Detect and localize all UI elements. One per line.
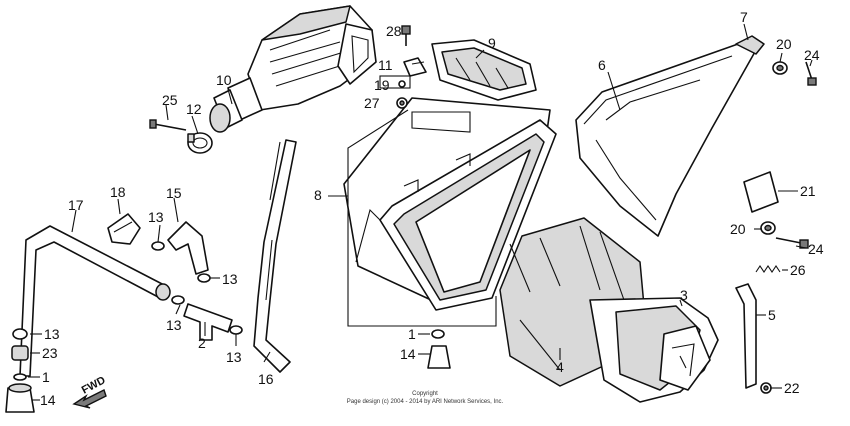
part-24-bolt-top (805, 61, 817, 86)
callout-15: 15 (166, 185, 182, 201)
callout-13-a: 13 (148, 209, 164, 225)
part-22-bolt (760, 382, 772, 394)
callout-4: 4 (556, 359, 564, 375)
callout-24-top: 24 (804, 47, 820, 63)
callout-17: 17 (68, 197, 84, 213)
callout-23: 23 (42, 345, 58, 361)
part-14-cap-center (427, 345, 451, 369)
callout-18: 18 (110, 184, 126, 200)
part-8-cleaner-case (343, 97, 557, 311)
callout-28: 28 (386, 23, 402, 39)
callout-13-e: 13 (44, 326, 60, 342)
callout-25: 25 (162, 92, 178, 108)
part-20-grommet-bottom (760, 221, 776, 235)
callout-1-center: 1 (408, 326, 416, 342)
part-6-side-cover (575, 35, 765, 237)
part-20-grommet-top (772, 61, 788, 75)
callout-2: 2 (198, 335, 206, 351)
callout-24-bottom: 24 (808, 241, 824, 257)
callout-13-d: 13 (226, 349, 242, 365)
part-15-elbow-hose (167, 221, 209, 275)
callout-7: 7 (740, 9, 748, 25)
callout-8: 8 (314, 187, 322, 203)
part-27-washer (396, 97, 408, 109)
part-1-oring-center (431, 329, 445, 339)
callout-21: 21 (800, 183, 816, 199)
fwd-indicator: FWD (72, 374, 108, 409)
callout-1-left: 1 (42, 369, 50, 385)
callout-9: 9 (488, 35, 496, 51)
part-26-spring (755, 265, 781, 273)
part-24-bolt-bottom (775, 237, 809, 249)
part-11-grommet (403, 57, 427, 77)
part-12-clamp (187, 132, 213, 154)
callout-6: 6 (598, 57, 606, 73)
callout-27: 27 (364, 95, 380, 111)
callout-13-b: 13 (222, 271, 238, 287)
callout-22: 22 (784, 380, 800, 396)
callout-16: 16 (258, 371, 274, 387)
callout-13-c: 13 (166, 317, 182, 333)
callout-3: 3 (680, 287, 688, 303)
part-3-filter-frame (589, 297, 719, 403)
part-19-collar (379, 75, 411, 89)
part-23-fitting (11, 345, 29, 361)
callout-numbers: 10 12 25 28 9 11 19 27 6 7 20 24 8 21 20… (40, 9, 824, 408)
callout-5: 5 (768, 307, 776, 323)
part-2-tee-joint (183, 303, 233, 341)
part-18-clip (107, 213, 141, 245)
part-1-oring-left (13, 373, 27, 381)
part-10-intake-chamber (209, 5, 377, 133)
callout-10: 10 (216, 72, 232, 88)
callout-19: 19 (374, 77, 390, 93)
part-25-screw (149, 119, 187, 131)
callout-14-center: 14 (400, 346, 416, 362)
callout-20-bottom: 20 (730, 221, 746, 237)
part-16-long-tube (253, 139, 297, 373)
part-21-plate (743, 171, 779, 213)
copyright-notice: Copyright Page design (c) 2004 - 2014 by… (347, 391, 504, 405)
part-5-stay (735, 283, 757, 389)
callout-26: 26 (790, 262, 806, 278)
leader-lines (28, 23, 813, 401)
callout-14-left: 14 (40, 392, 56, 408)
part-28-bolt (401, 25, 411, 46)
callout-11: 11 (378, 57, 393, 73)
callout-20-top: 20 (776, 36, 792, 52)
part-13-clamps (12, 241, 243, 340)
part-9-top-lid (431, 39, 537, 101)
copyright-line-2: Page design (c) 2004 - 2014 by ARI Netwo… (347, 399, 504, 405)
copyright-line-1: Copyright (412, 391, 438, 397)
part-14-cap-left (5, 383, 35, 413)
callout-12: 12 (186, 101, 202, 117)
